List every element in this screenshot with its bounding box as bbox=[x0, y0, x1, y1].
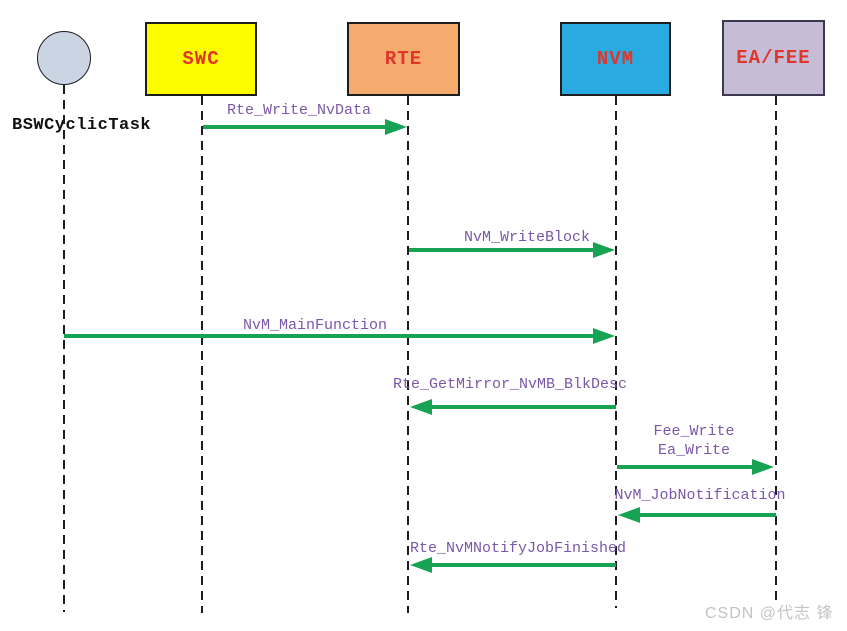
message-line-rte-write-nvdata bbox=[203, 125, 387, 129]
message-label-rte-getmirror-nvmb-blkdesc: Rte_GetMirror_NvMB_BlkDesc bbox=[392, 376, 628, 393]
message-line-nvm-writeblock bbox=[409, 248, 595, 252]
message-line-rte-getmirror-nvmb-blkdesc bbox=[430, 405, 616, 409]
arrowhead-right-icon bbox=[385, 119, 407, 135]
message-line-nvm-mainfunction bbox=[64, 334, 595, 338]
arrowhead-right-icon bbox=[593, 242, 615, 258]
actor-nvm-label: NVM bbox=[596, 48, 635, 70]
arrowhead-left-icon bbox=[410, 399, 432, 415]
message-label-rte-nvmnotifyjobfinished: Rte_NvMNotifyJobFinished bbox=[409, 540, 627, 557]
message-label-nvm-jobnotification: NvM_JobNotification bbox=[614, 487, 786, 504]
csdn-watermark: CSDN @代志 锋 bbox=[705, 605, 834, 622]
message-label-rte-write-nvdata: Rte_Write_NvData bbox=[226, 102, 372, 119]
message-label-nvm-writeblock: NvM_WriteBlock bbox=[463, 229, 591, 246]
message-line-nvm-jobnotification bbox=[638, 513, 776, 517]
actor-bswcyclictask-circle bbox=[37, 31, 91, 85]
lifeline-bswcyclictask bbox=[63, 85, 65, 612]
arrowhead-left-icon bbox=[410, 557, 432, 573]
lifeline-eafee bbox=[775, 96, 777, 600]
actor-swc-label: SWC bbox=[182, 48, 220, 70]
actor-nvm-box: NVM bbox=[560, 22, 671, 96]
message-line-rte-nvmnotifyjobfinished bbox=[430, 563, 616, 567]
message-label-ea-write: Ea_Write bbox=[657, 442, 731, 459]
lifeline-swc bbox=[201, 96, 203, 613]
actor-rte-label: RTE bbox=[384, 48, 423, 70]
arrowhead-right-icon bbox=[593, 328, 615, 344]
arrowhead-left-icon bbox=[618, 507, 640, 523]
arrowhead-right-icon bbox=[752, 459, 774, 475]
actor-bswcyclictask-label: BSWCyclicTask bbox=[12, 116, 152, 135]
actor-swc-box: SWC bbox=[145, 22, 257, 96]
actor-eafee-label: EA/FEE bbox=[736, 47, 811, 69]
actor-eafee-box: EA/FEE bbox=[722, 20, 825, 96]
actor-rte-box: RTE bbox=[347, 22, 460, 96]
lifeline-rte bbox=[407, 96, 409, 613]
message-line-fee-ea-write bbox=[617, 465, 754, 469]
message-label-nvm-mainfunction: NvM_MainFunction bbox=[242, 317, 388, 334]
lifeline-nvm bbox=[615, 96, 617, 608]
message-label-fee-write: Fee_Write bbox=[653, 423, 735, 440]
